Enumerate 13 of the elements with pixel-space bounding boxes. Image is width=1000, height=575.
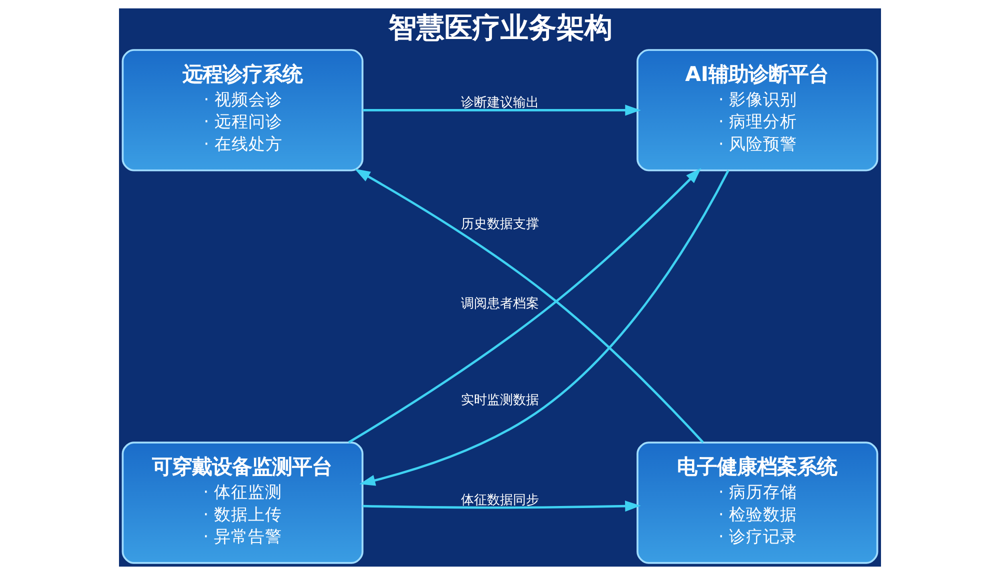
edge-label: 体征数据同步 (461, 492, 539, 508)
edge-label: 诊断建议输出 (461, 96, 539, 111)
node-box: AI辅助诊断平台 · 影像识别 · 病理分析 · 风险预警 (636, 49, 878, 172)
arrow (359, 170, 730, 486)
edge-label: 实时监测数据 (461, 392, 539, 408)
node-box: 电子健康档案系统 · 病历存储 · 检验数据 · 诊疗记录 (636, 442, 878, 564)
arrow (362, 104, 641, 116)
edge-label: 历史数据支撑 (461, 216, 539, 232)
node-box: 可穿戴设备监测平台 · 体征监测 · 数据上传 · 异常告警 (122, 442, 364, 564)
node-box: 远程诊疗系统 · 视频会诊 · 远程问诊 · 在线处方 (122, 49, 364, 172)
diagram-title: 智慧医疗业务架构 (388, 11, 612, 44)
arrow (362, 500, 641, 512)
edge-label: 调阅患者档案 (461, 296, 539, 312)
